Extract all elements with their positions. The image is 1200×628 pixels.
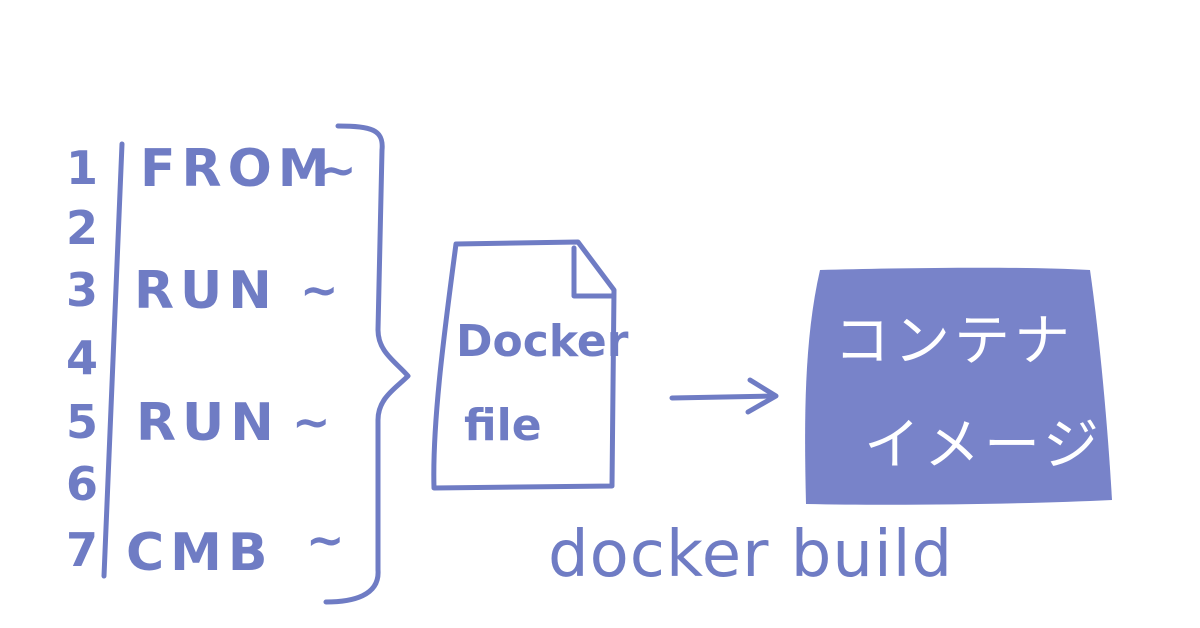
line-number-2: 2 <box>66 201 98 255</box>
document-folded-corner <box>571 245 615 299</box>
instruction-from: FROM <box>140 139 336 199</box>
line-number-7: 7 <box>66 523 98 577</box>
instructions: FROM ~ RUN ~ RUN ~ CMB ~ <box>126 139 357 583</box>
line-number-6: 6 <box>66 457 98 511</box>
container-image-block: コンテナ イメージ <box>805 267 1112 505</box>
instruction-run-1-tilde: ~ <box>300 263 339 317</box>
instruction-run-2: RUN <box>136 393 280 453</box>
line-numbers: 1 2 3 4 5 6 7 <box>66 141 98 577</box>
container-image-label-line-2: イメージ <box>864 413 1103 478</box>
build-arrow <box>669 377 779 415</box>
grouping-brace <box>323 123 411 605</box>
dockerfile-document-icon: Docker file <box>431 239 629 491</box>
arrow-head <box>745 377 779 415</box>
line-number-3: 3 <box>66 263 98 317</box>
line-number-4: 4 <box>66 331 98 385</box>
container-image-label-line-1: コンテナ <box>834 309 1074 374</box>
instruction-run-1: RUN <box>134 261 278 321</box>
build-command-label: docker build <box>548 518 953 592</box>
document-outline <box>431 239 617 491</box>
container-image-shape <box>805 267 1112 505</box>
instruction-cmb: CMB <box>126 523 274 583</box>
arrow-shaft <box>669 393 777 401</box>
document-label-line-2: file <box>464 400 542 451</box>
line-number-5: 5 <box>66 395 98 449</box>
instruction-cmb-tilde: ~ <box>306 513 345 567</box>
line-number-1: 1 <box>66 141 98 195</box>
gutter-divider <box>101 141 125 579</box>
document-label-line-1: Docker <box>456 316 629 367</box>
instruction-from-tilde: ~ <box>318 143 357 197</box>
instruction-run-2-tilde: ~ <box>292 395 331 449</box>
